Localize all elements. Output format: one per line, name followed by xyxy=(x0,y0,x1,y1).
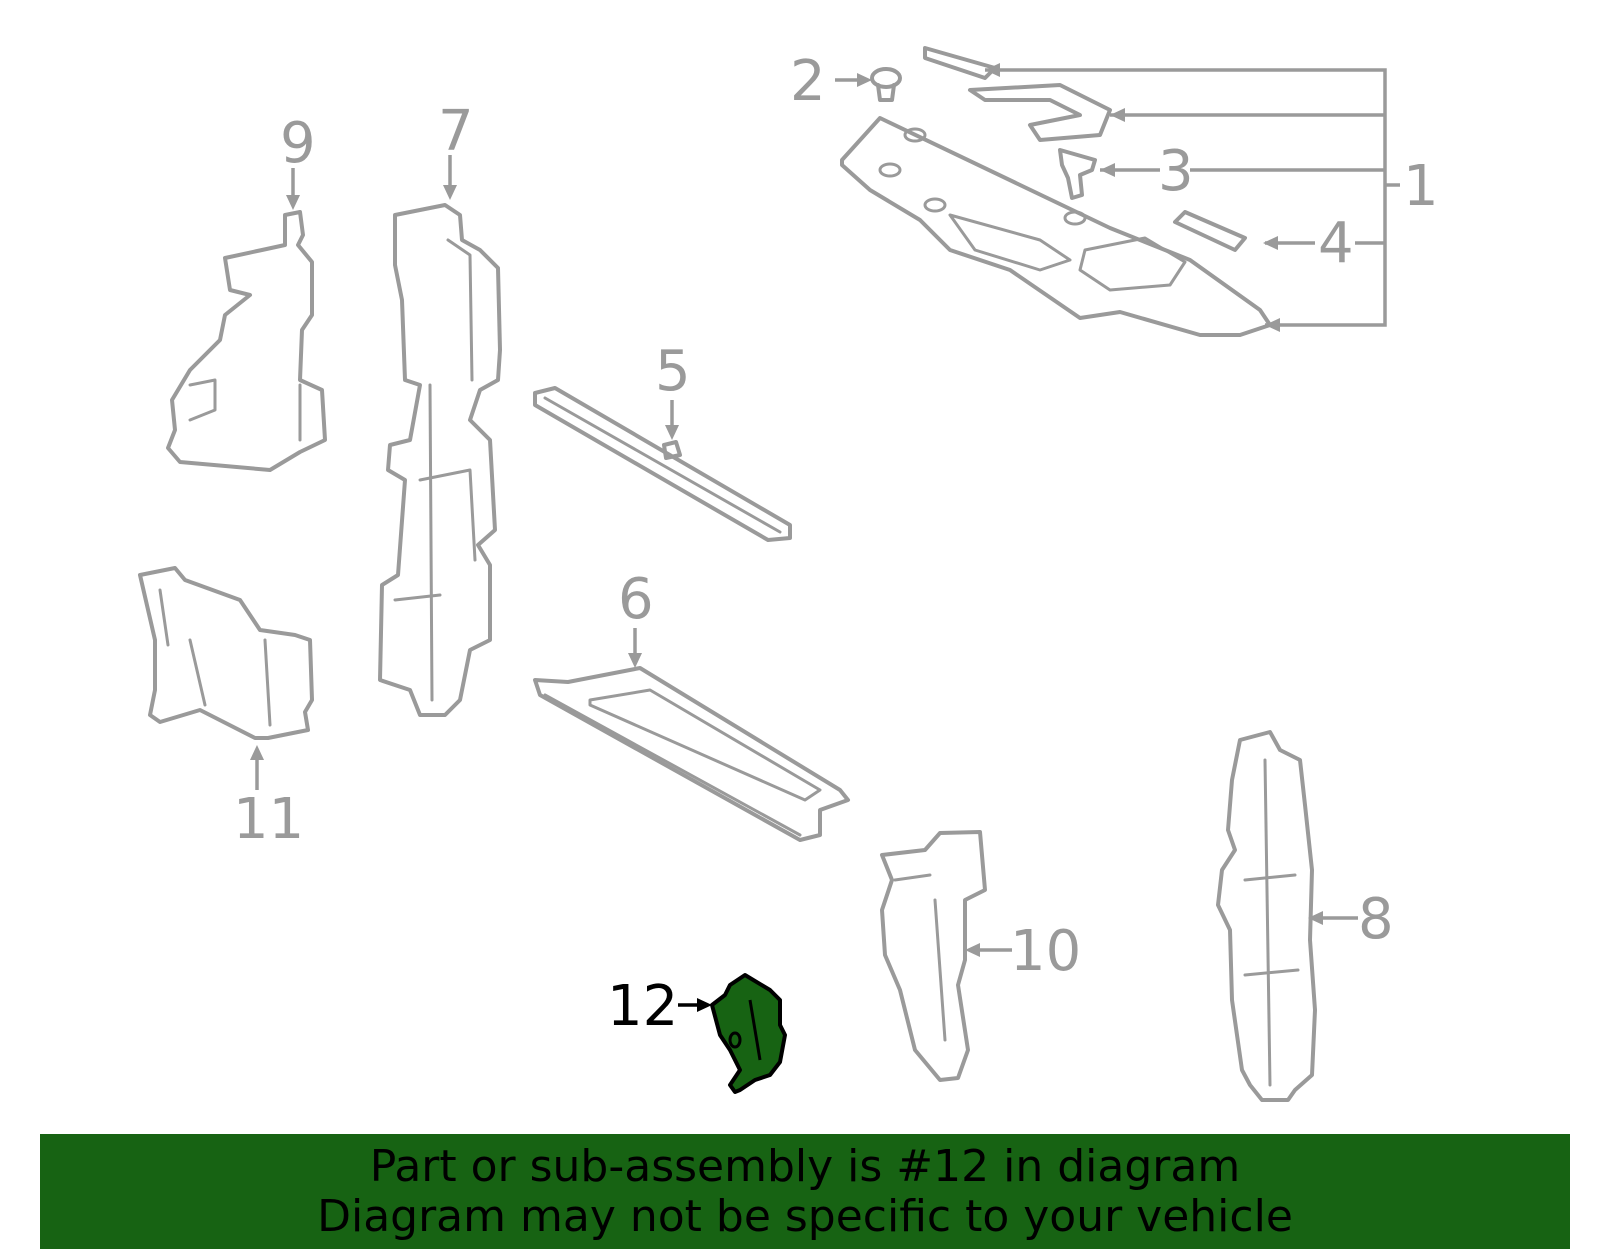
callout-2: 2 xyxy=(790,49,826,114)
callout-6: 6 xyxy=(618,567,654,632)
part-10-right-duct[interactable] xyxy=(880,830,987,1082)
part-7-side-guide[interactable] xyxy=(378,203,502,717)
banner-line-1: Part or sub-assembly is #12 in diagram xyxy=(369,1140,1241,1192)
callout-3: 3 xyxy=(1158,139,1194,204)
part-6-lower-deflector[interactable] xyxy=(533,666,850,842)
part-12-highlighted[interactable] xyxy=(710,973,787,1094)
callout-10: 10 xyxy=(1010,919,1081,984)
part-8-side-guide[interactable] xyxy=(1216,730,1317,1102)
part-2-clip[interactable] xyxy=(870,67,902,102)
callout-7: 7 xyxy=(438,99,474,164)
callout-9: 9 xyxy=(280,111,316,176)
callout-12: 12 xyxy=(607,974,678,1039)
part-9-upper-duct[interactable] xyxy=(166,210,327,472)
callout-5: 5 xyxy=(655,339,691,404)
callout-11: 11 xyxy=(233,787,304,852)
callout-4: 4 xyxy=(1318,211,1354,276)
callout-labels: 1 2 3 4 5 6 7 8 9 10 11 12 xyxy=(233,49,1439,1039)
part-5-seal[interactable] xyxy=(533,386,792,542)
part-1-radiator-support-cover[interactable] xyxy=(840,46,1272,337)
callout-8: 8 xyxy=(1358,887,1394,952)
info-banner: Part or sub-assembly is #12 in diagram D… xyxy=(40,1134,1570,1249)
callout-1: 1 xyxy=(1403,154,1439,219)
leader-lines xyxy=(250,63,1400,1012)
part-11-lower-duct[interactable] xyxy=(138,566,314,740)
part-3-retainer[interactable] xyxy=(1058,148,1097,200)
banner-line-2: Diagram may not be specific to your vehi… xyxy=(317,1190,1293,1242)
